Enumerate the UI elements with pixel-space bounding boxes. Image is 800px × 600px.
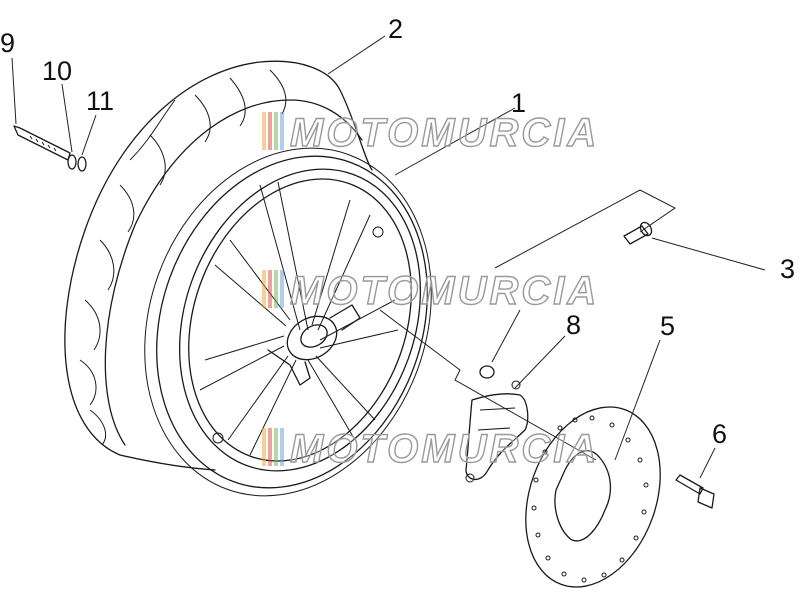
- watermark-text: MOTOMURCIA: [290, 427, 599, 471]
- wm-stripe: [280, 112, 284, 150]
- watermark-top: MOTOMURCIA: [262, 110, 599, 156]
- wheel-rim: [144, 147, 432, 497]
- callout-11: 11: [86, 86, 114, 116]
- callout-8: 8: [566, 310, 581, 340]
- washer-11: [77, 156, 87, 172]
- callout-numbers: 2 1 3 5 6 8 9 10 11: [0, 14, 795, 449]
- bolt-3: [623, 221, 653, 245]
- wm-stripe: [268, 112, 272, 150]
- wm-stripe: [268, 270, 272, 308]
- callout-9: 9: [0, 28, 15, 58]
- watermark-text: MOTOMURCIA: [290, 269, 599, 313]
- wheel-spokes: [199, 181, 399, 456]
- callout-3: 3: [780, 254, 795, 284]
- callout-1: 1: [511, 88, 526, 118]
- watermark-middle: MOTOMURCIA: [262, 268, 599, 314]
- wm-stripe: [274, 428, 278, 466]
- callout-5: 5: [660, 311, 675, 341]
- callout-2: 2: [388, 14, 403, 44]
- watermark-text: MOTOMURCIA: [290, 111, 599, 155]
- washer-10: [67, 154, 77, 170]
- wm-stripe: [262, 428, 266, 466]
- callout-10: 10: [42, 56, 72, 86]
- wm-stripe: [262, 270, 266, 308]
- wm-stripe: [268, 428, 272, 466]
- disc-holes: [531, 415, 649, 583]
- wheel-hub: [212, 226, 384, 444]
- disc-screw: [675, 474, 715, 509]
- tyre: [64, 60, 373, 471]
- nut: [479, 365, 495, 379]
- wm-stripe: [280, 428, 284, 466]
- wm-stripe: [280, 270, 284, 308]
- brake-disc: [525, 406, 661, 588]
- leader-lines: [11, 35, 766, 479]
- wm-stripe: [274, 112, 278, 150]
- caliper-bracket: [465, 380, 529, 483]
- watermark-bottom: MOTOMURCIA: [262, 426, 599, 472]
- axle-screw: [13, 125, 71, 161]
- callout-6: 6: [712, 419, 727, 449]
- wm-stripe: [262, 112, 266, 150]
- wm-stripe: [274, 270, 278, 308]
